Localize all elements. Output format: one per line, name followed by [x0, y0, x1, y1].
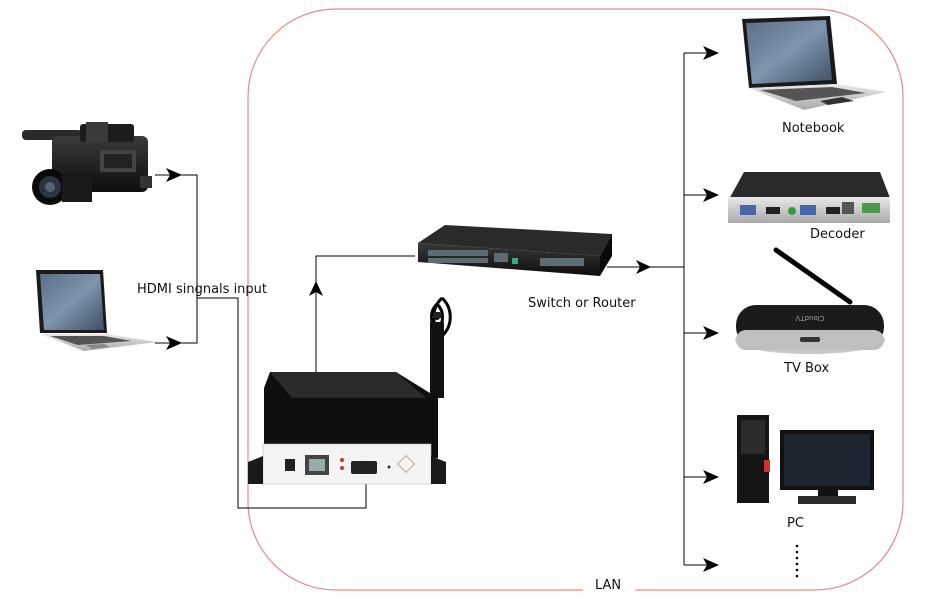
ellipsis-icon	[795, 544, 799, 578]
arrow-uplink	[309, 281, 323, 296]
switch-label: Switch or Router	[528, 296, 636, 311]
arrow-camcorder	[166, 168, 182, 182]
arrow-switch-out	[636, 260, 651, 274]
notebook-icon	[742, 16, 886, 110]
camcorder-icon	[22, 122, 152, 205]
output-branches	[684, 52, 716, 566]
hdmi-encoder-icon	[248, 372, 446, 485]
arrow-laptop	[166, 336, 182, 350]
wifi-antenna-icon	[430, 296, 452, 398]
lan-boundary	[247, 8, 904, 591]
tv-box-icon: CloudTV	[735, 247, 885, 354]
laptop-icon	[36, 270, 157, 351]
decoder-icon	[728, 172, 890, 223]
lan-label-bg	[583, 578, 635, 594]
lan-label: LAN	[595, 578, 622, 593]
output-arrows	[703, 46, 719, 572]
notebook-label: Notebook	[782, 121, 845, 136]
tvbox-brand: CloudTV	[795, 314, 824, 322]
decoder-label: Decoder	[810, 227, 865, 242]
input-connectors	[155, 174, 198, 344]
tvbox-label: TV Box	[784, 361, 830, 376]
network-switch-icon	[418, 225, 612, 276]
pc-label: PC	[787, 516, 804, 531]
hdmi-input-line	[197, 297, 367, 509]
hdmi-input-label: HDMI singnals input	[137, 282, 268, 297]
desktop-pc-icon	[737, 415, 874, 504]
